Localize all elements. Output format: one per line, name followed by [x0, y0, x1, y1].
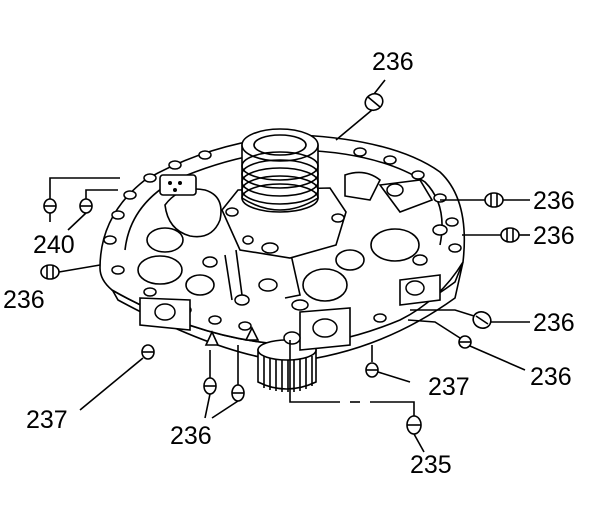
plug-left-upper-a: [43, 198, 57, 214]
plug-right-lower: [472, 311, 492, 329]
plug-right-bottom: [458, 335, 472, 349]
plug-center-bottom: [365, 362, 379, 378]
plug-right-middle: [500, 227, 520, 243]
callout-right-upper: 236: [533, 187, 575, 215]
callout-left-upper: 240: [33, 231, 75, 259]
plugs-and-balls: [40, 92, 520, 435]
callout-left-bottom: 237: [26, 406, 68, 434]
pump-body: [99, 134, 466, 363]
plug-left-bottom: [141, 344, 155, 360]
plug-bottom-left-a: [203, 377, 217, 395]
plug-top: [364, 92, 384, 112]
callout-labels: 236 236 236 236 236 240 236 237 237 236 …: [3, 48, 575, 479]
callout-bottom-left: 236: [170, 422, 212, 450]
stator-shaft-hub: [241, 128, 319, 213]
plug-left-upper-b: [79, 198, 93, 214]
callout-bottom-right: 235: [410, 451, 452, 479]
plug-right-upper: [484, 192, 504, 208]
callout-left-lower: 236: [3, 286, 45, 314]
plug-left-lower: [40, 264, 60, 280]
callout-top: 236: [372, 48, 414, 76]
callout-center-bottom: 237: [428, 373, 470, 401]
callout-right-lower: 236: [533, 309, 575, 337]
plug-bottom-right: [406, 415, 422, 435]
callout-right-bottom: 236: [530, 363, 572, 391]
callout-right-middle: 236: [533, 222, 575, 250]
side-bosses: [139, 274, 441, 351]
leader-lines: [49, 79, 530, 453]
plug-bottom-left-b: [231, 384, 245, 402]
